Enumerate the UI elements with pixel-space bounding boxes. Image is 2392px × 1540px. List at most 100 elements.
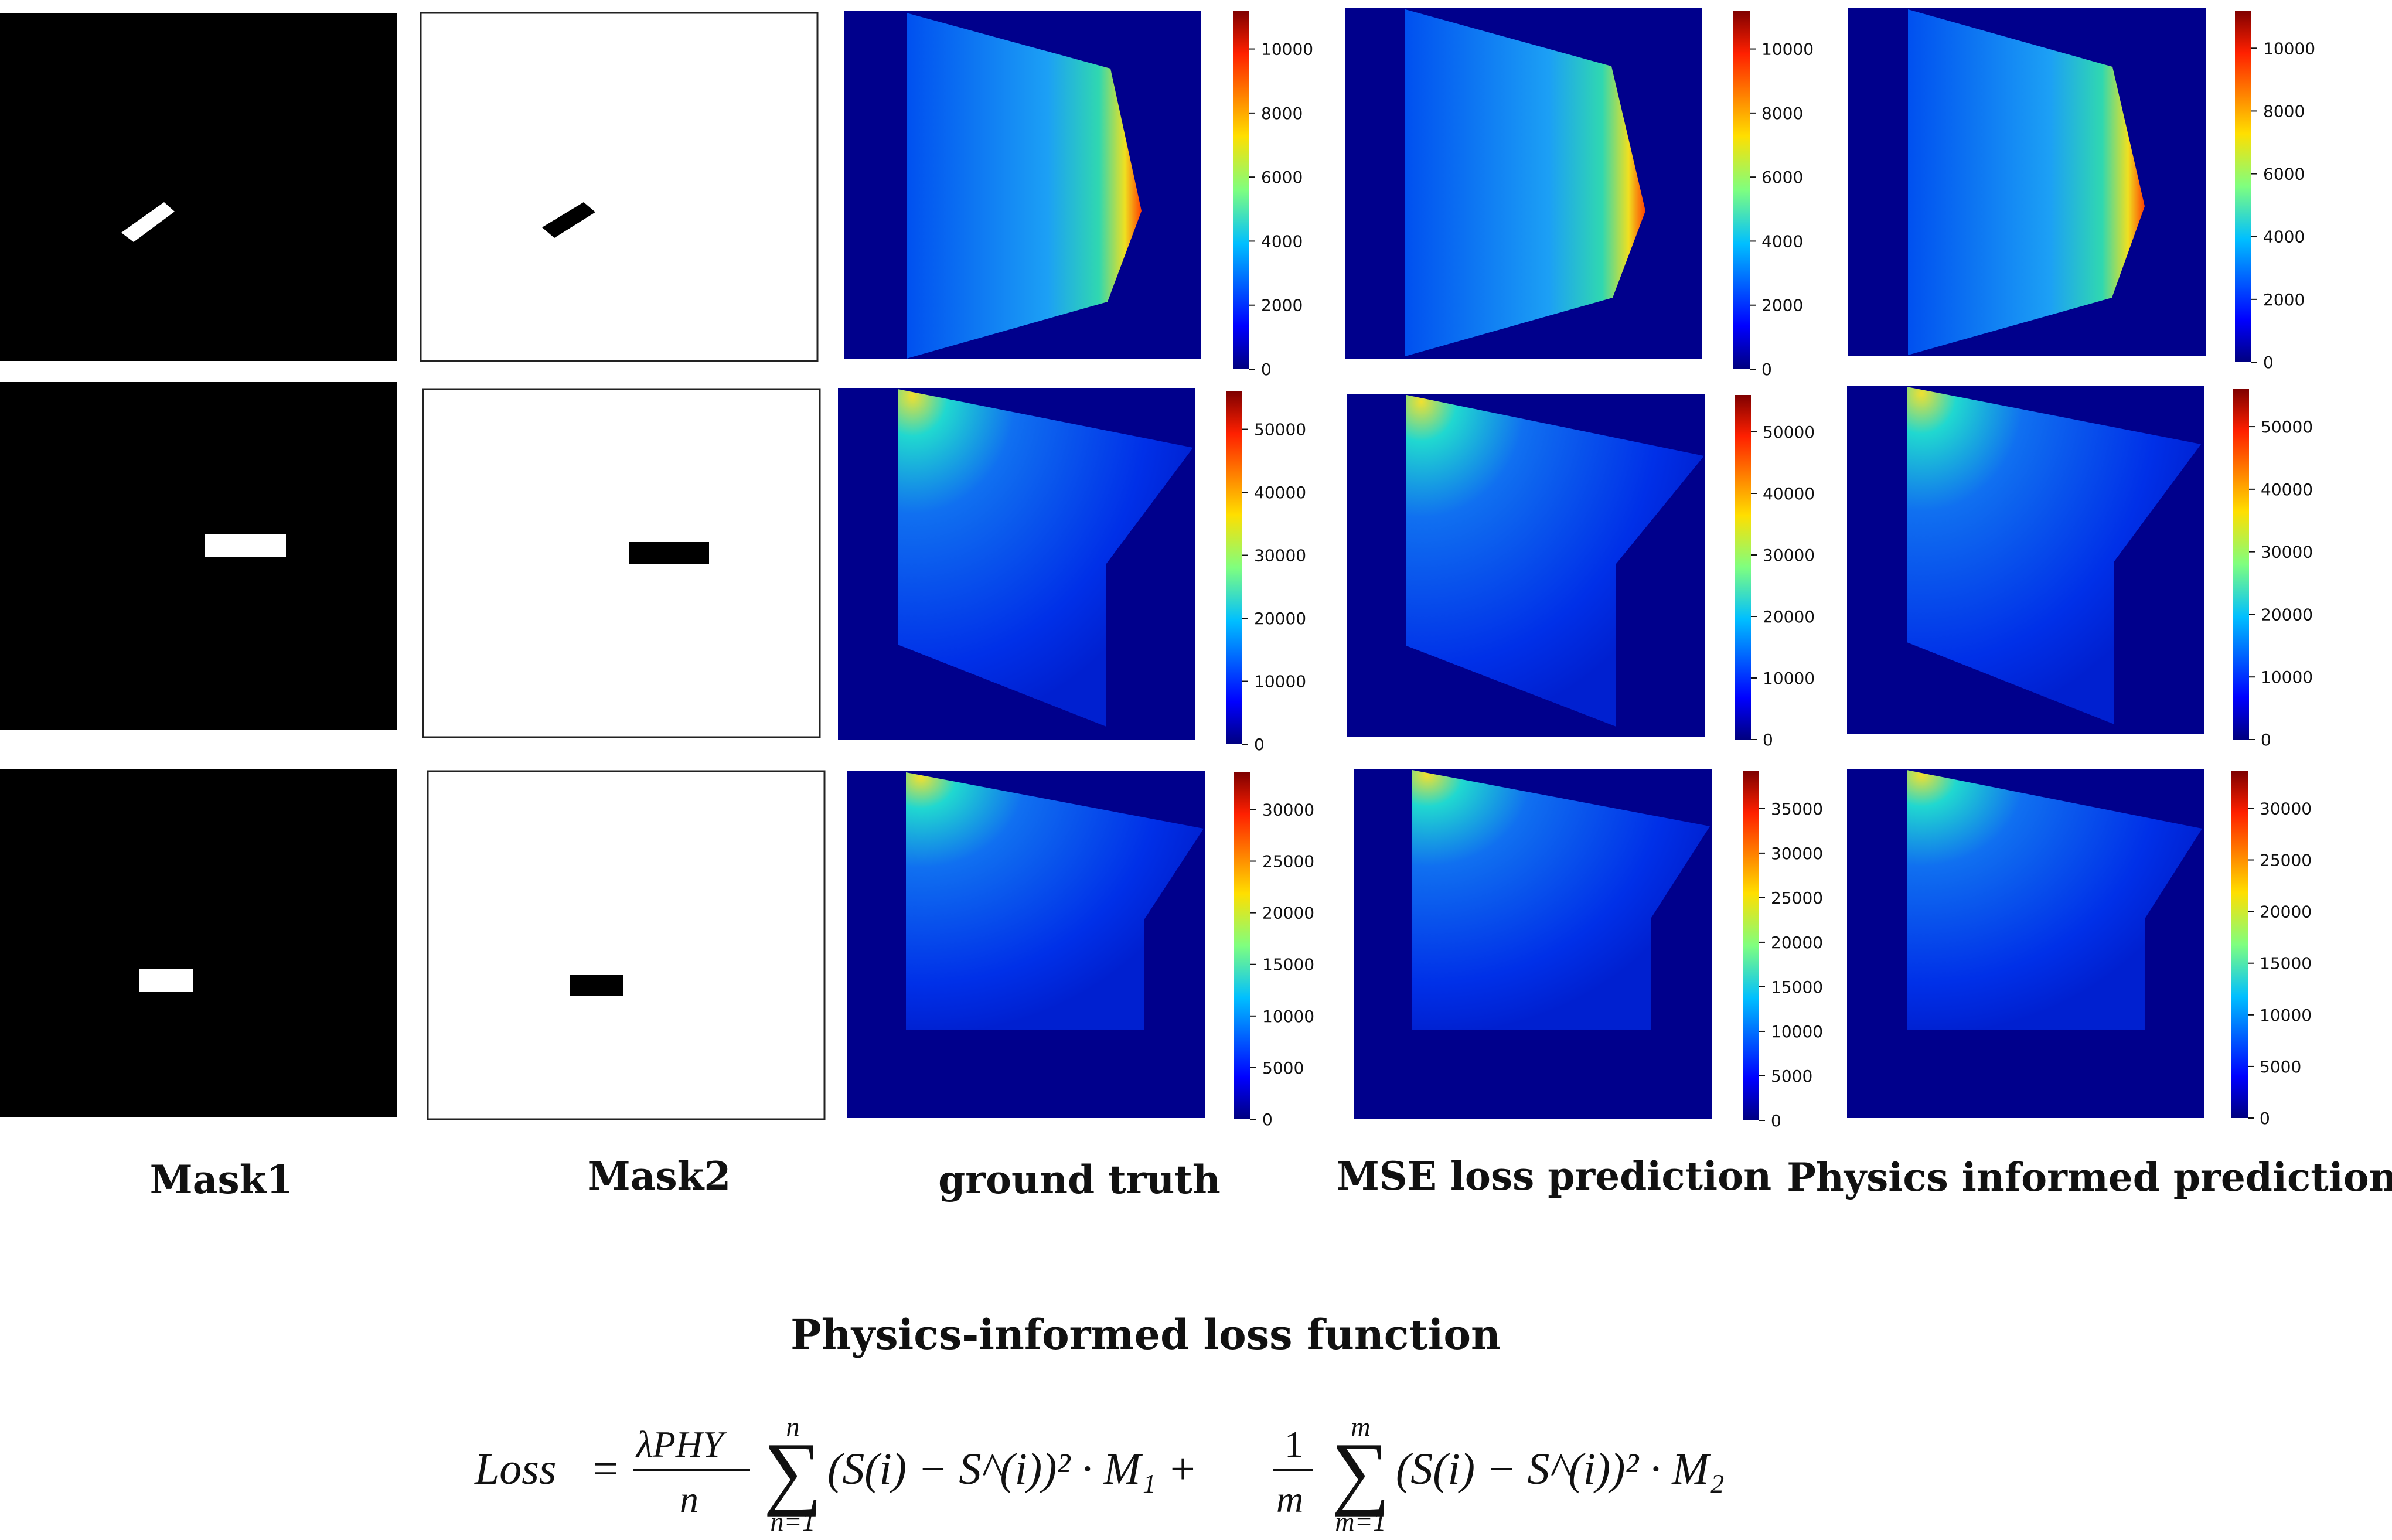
colorbar-tick-label: 30000 — [1763, 546, 1815, 565]
pi-shape-row2 — [1907, 387, 2201, 724]
section-title: Physics-informed loss function — [790, 1310, 1501, 1359]
colorbar-tick-label: 20000 — [2261, 605, 2313, 624]
colorbar-tick-label: 2000 — [2263, 290, 2305, 309]
mask2-defect-row3 — [570, 975, 623, 996]
column-labels: Mask1 Mask2 ground truth MSE loss predic… — [150, 1153, 2392, 1202]
colorbar-tick-label: 8000 — [1261, 104, 1303, 123]
equation-term2: (S(i) − S^(i))² · M₂ — [1396, 1444, 1725, 1494]
colorbar-tick-label: 0 — [1261, 360, 1272, 379]
mse-shape-row1 — [1405, 9, 1645, 356]
sum2-upper: m — [1351, 1412, 1370, 1442]
colorbar-row1-mse-loss-prediction — [1733, 11, 1750, 369]
colorbar-tick-label: 5000 — [2260, 1057, 2301, 1076]
colorbar-tick-label: 5000 — [1262, 1058, 1304, 1078]
equation-term1: (S(i) − S^(i))² · M₁ + — [827, 1444, 1197, 1494]
column-label-mask2: Mask2 — [588, 1153, 731, 1199]
colorbar-tick-label: 20000 — [1763, 607, 1815, 626]
mask1-image-row3 — [0, 769, 397, 1117]
mask1-image-row2 — [0, 382, 397, 730]
colorbar-tick-label: 2000 — [1261, 296, 1303, 315]
colorbar-tick-label: 2000 — [1761, 296, 1803, 315]
colorbar-tick-label: 0 — [2260, 1109, 2270, 1128]
colorbar-tick-label: 10000 — [1771, 1022, 1823, 1041]
colorbar-tick-label: 30000 — [2260, 799, 2312, 818]
colorbar-tick-label: 25000 — [1262, 852, 1314, 871]
colorbar-tick-label: 20000 — [1254, 609, 1306, 628]
gt-shape-row2 — [898, 389, 1193, 727]
colorbar-tick-label: 0 — [1771, 1111, 1781, 1130]
colorbar-tick-label: 20000 — [2260, 902, 2312, 922]
colorbar-tick-label: 4000 — [2263, 227, 2305, 247]
mask1-defect-row2 — [205, 534, 286, 557]
colorbar-tick-label: 10000 — [1763, 669, 1815, 688]
mask1-panels — [0, 13, 397, 1117]
colorbar-tick-label: 10000 — [1262, 1007, 1314, 1026]
colorbar-tick-label: 0 — [1262, 1110, 1273, 1129]
loss-equation: Loss = λPHY n n ∑ n=1 (S(i) − S^(i))² · … — [474, 1412, 1725, 1536]
colorbar-tick-label: 6000 — [1261, 168, 1303, 187]
heatmaps-row3 — [847, 769, 2204, 1119]
colorbar-tick-label: 0 — [1763, 730, 1773, 749]
equation-lambda: λPHY — [635, 1423, 727, 1465]
colorbar-row3-physics-informed-prediction — [2231, 771, 2248, 1118]
mask1-defect-row3 — [139, 969, 193, 992]
colorbar-row2-ground-truth — [1226, 391, 1242, 744]
colorbar-tick-label: 30000 — [2261, 543, 2313, 562]
sum2-lower: m=1 — [1335, 1507, 1386, 1536]
sum1-symbol: ∑ — [764, 1426, 822, 1517]
mask2-defect-row2 — [629, 542, 709, 564]
colorbar-row3-mse-loss-prediction — [1743, 771, 1759, 1120]
mask2-panels — [420, 12, 826, 1120]
colorbar-tick-label: 4000 — [1761, 231, 1803, 251]
equation-equals: = — [593, 1444, 618, 1494]
colorbar-tick-label: 10000 — [1261, 40, 1313, 59]
colorbar-tick-label: 40000 — [1254, 483, 1306, 502]
colorbar-row3-ground-truth — [1234, 772, 1250, 1119]
colorbar-tick-label: 50000 — [2261, 417, 2313, 437]
colorbar-tick-label: 0 — [2261, 730, 2271, 749]
column-label-mse-loss-prediction: MSE loss prediction — [1337, 1153, 1771, 1199]
colorbar-row1-physics-informed-prediction — [2235, 11, 2251, 362]
colorbar-tick-label: 40000 — [2261, 480, 2313, 499]
colorbar-tick-label: 15000 — [2260, 954, 2312, 973]
colorbar-tick-label: 4000 — [1261, 231, 1303, 251]
colorbar-tick-label: 15000 — [1262, 955, 1314, 975]
colorbar-tick-label: 50000 — [1763, 423, 1815, 442]
colorbar-tick-label: 25000 — [1771, 888, 1823, 908]
colorbar-tick-label: 5000 — [1771, 1067, 1812, 1086]
colorbar-tick-label: 10000 — [2260, 1006, 2312, 1025]
column-label-mask1: Mask1 — [150, 1157, 294, 1202]
pi-shape-row1 — [1908, 9, 2145, 355]
pi-shape-row3 — [1907, 770, 2202, 1030]
mask1-defect-row1 — [121, 202, 175, 242]
gt-shape-row1 — [907, 13, 1142, 359]
colorbars: 0 2000 4000 6000 8000 10000 0 2000 4000 6000 8000 1… — [1226, 11, 2315, 1130]
gt-shape-row3 — [906, 772, 1204, 1030]
colorbar-tick-label: 0 — [1254, 735, 1265, 754]
colorbar-tick-label: 30000 — [1262, 800, 1314, 819]
colorbar-tick-label: 8000 — [2263, 101, 2305, 121]
colorbar-tick-label: 20000 — [1771, 933, 1823, 952]
equation-den-n: n — [680, 1478, 698, 1520]
frac2-num: 1 — [1284, 1423, 1303, 1465]
mask2-defect-row1 — [542, 202, 595, 238]
heatmaps-row1 — [844, 8, 2206, 359]
colorbar-row2-mse-loss-prediction — [1735, 395, 1751, 740]
colorbar-tick-label: 25000 — [2260, 851, 2312, 870]
colorbar-tick-label: 8000 — [1761, 104, 1803, 123]
colorbar-tick-label: 50000 — [1254, 420, 1306, 439]
colorbar-row2-physics-informed-prediction — [2233, 389, 2249, 740]
mse-shape-row2 — [1406, 395, 1704, 727]
colorbar-tick-label: 10000 — [2261, 667, 2313, 687]
colorbar-tick-label: 10000 — [1761, 40, 1814, 59]
colorbar-tick-label: 6000 — [1761, 168, 1803, 187]
column-label-physics-informed-prediction: Physics informed prediction — [1787, 1154, 2392, 1200]
colorbar-row1-ground-truth — [1233, 11, 1249, 369]
colorbar-tick-label: 6000 — [2263, 165, 2305, 184]
equation-den-m: m — [1276, 1478, 1303, 1520]
equation-lhs: Loss — [474, 1444, 556, 1494]
colorbar-tick-label: 0 — [2263, 353, 2274, 372]
mask1-image-row1 — [0, 13, 397, 361]
colorbar-tick-label: 10000 — [2263, 39, 2315, 58]
